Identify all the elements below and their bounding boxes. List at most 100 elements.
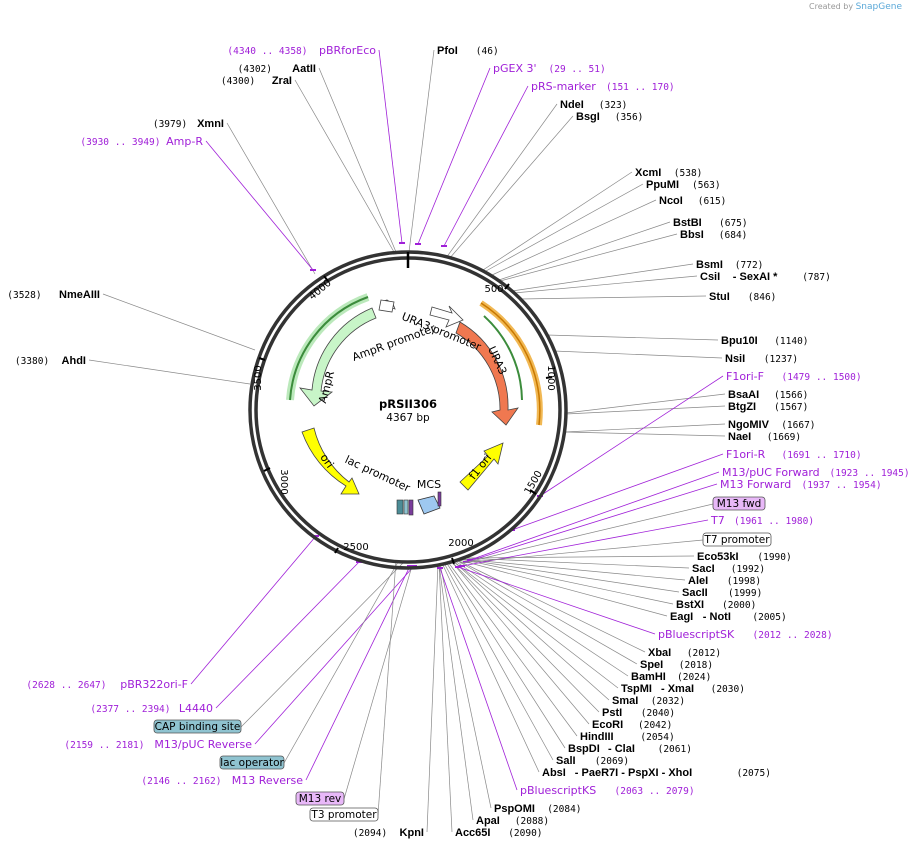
site-spei-position: (2018): [679, 660, 713, 671]
primer-amp-r-name: Amp-R: [166, 135, 203, 148]
primer-pbluescriptks-range: (2063 .. 2079): [615, 786, 695, 797]
primer-pbluescriptsk: pBluescriptSK(2012 .. 2028): [658, 628, 833, 641]
site-nmeaiii-name: NmeAIII: [59, 289, 100, 301]
ura3-feature-arrow: [455, 321, 519, 426]
site-eco53ki-leader: [462, 555, 695, 559]
ampr-feature-arrow: [299, 307, 377, 407]
site-bpu10i-leader: [546, 334, 719, 341]
site-sacii-name: SacII: [682, 587, 708, 599]
site-bspdi: BspDI- ClaI(2061): [568, 743, 692, 755]
site-ncoi-position: (615): [698, 196, 727, 207]
site-pfoi-name: PfoI: [437, 45, 458, 57]
site-apai: ApaI(2088): [476, 815, 549, 827]
primer-t7-leader: [461, 519, 709, 567]
site-ndei-leader: [445, 103, 558, 259]
lac-operator-block: [396, 499, 404, 515]
site-bsgi: BsgI(356): [576, 111, 643, 123]
site-hindiii-leader: [447, 561, 578, 737]
site-hindiii-position: (2054): [640, 732, 674, 743]
site-stui-name: StuI: [709, 291, 730, 303]
site-csii: CsiI- SexAI *(787): [700, 271, 831, 283]
site-xcmi-leader: [482, 171, 633, 271]
primer-m13-puc-forward-name: M13/pUC Forward: [722, 466, 820, 479]
site-eco53ki-position: (1990): [757, 552, 791, 563]
plasmid-size: 4367 bp: [386, 412, 430, 424]
site-bpu10i-name: Bpu10I: [721, 335, 758, 347]
site-sali-position: (2069): [595, 756, 629, 767]
primer-pbr322ori-f-name: pBR322ori-F: [120, 678, 188, 691]
primer-prs-marker-leader: [443, 85, 529, 247]
primer-prs-marker-name: pRS-marker: [531, 80, 596, 93]
site-bstbi-position: (675): [719, 218, 748, 229]
site-eagi-name: EagI: [670, 611, 693, 623]
feature-box-lac-operator-text: lac operator: [220, 757, 284, 769]
site-aatii-leader: [318, 67, 397, 253]
feature-box-t7-promoter-leader: [459, 539, 704, 564]
site-xmni: XmnI(3979): [153, 118, 224, 130]
primer-t7-name: T7: [710, 514, 725, 527]
site-naei-name: NaeI: [728, 431, 751, 443]
site-ndei: NdeI(323): [560, 99, 627, 111]
site-bbsi-leader: [499, 233, 678, 282]
site-btgzi-leader: [565, 405, 726, 415]
site-hindiii: HindIII(2054): [580, 731, 675, 743]
site-pspomi-position: (2084): [547, 804, 581, 815]
primer-pbrforeco-name: pBRforEco: [319, 44, 376, 57]
site-acc65i: Acc65I(2090): [455, 827, 543, 839]
site-xcmi-position: (538): [674, 168, 703, 179]
site-ppumi: PpuMI(563): [646, 179, 721, 191]
feature-box-t3-promoter: T3 promoter: [309, 807, 379, 822]
site-btgzi-name: BtgZI: [728, 401, 756, 413]
site-pfoi-position: (46): [476, 46, 499, 57]
primer-t7: T7 (1961 .. 1980): [710, 514, 814, 527]
site-spei: SpeI (2018): [640, 659, 713, 671]
site-alei-position: (1998): [727, 576, 761, 587]
site-pspomi-name: PspOMI: [494, 803, 535, 815]
site-absi-leader: [441, 562, 540, 773]
site-bsaai-leader: [565, 393, 726, 414]
site-xcmi-name: XcmI: [635, 167, 661, 179]
site-bstxi-name: BstXI: [676, 599, 704, 611]
site-eco53ki-name: Eco53kI: [697, 551, 739, 563]
site-bspdi-isoschizomers: - ClaI: [608, 743, 635, 755]
map-labels: PfoI (46) NdeI(323)BsgI(356) XcmI (538)PpuMI…: [7, 44, 909, 839]
site-ncoi-leader: [491, 199, 657, 276]
site-pspomi: PspOMI (2084): [494, 803, 582, 815]
site-acc65i-position: (2090): [508, 828, 542, 839]
primer-pbluescriptsk-leader: [457, 566, 656, 635]
feature-box-m13-rev-leader: [343, 565, 413, 800]
site-tspmi-isoschizomers: - XmaI: [661, 683, 694, 695]
site-bstxi-leader: [459, 558, 674, 605]
site-naei-leader: [564, 431, 726, 437]
site-ngomiv-name: NgoMIV: [728, 419, 770, 431]
primer-pbluescriptks-name: pBluescriptKS: [520, 784, 596, 797]
site-zrai-name: ZraI: [272, 75, 292, 87]
primer-l4440: L4440(2377 .. 2394): [90, 702, 213, 715]
primer-m13-reverse-range: (2146 .. 2162): [141, 776, 221, 787]
site-absi: AbsI- PaeR7I - PspXI - XhoI(2075): [542, 767, 771, 779]
ura3-primer-arc-line: [480, 302, 541, 426]
feature-box-lac-operator-leader: [283, 561, 399, 764]
site-bsmi: BsmI(772): [696, 259, 763, 271]
primer-pgex-3-name: pGEX 3': [493, 62, 537, 75]
site-zrai: ZraI(4300): [221, 75, 292, 87]
ura3-green-arc: [483, 315, 523, 401]
primer-f1ori-f: F1ori-F(1479 .. 1500): [726, 370, 862, 383]
site-spei-name: SpeI: [640, 659, 663, 671]
site-absi-name: AbsI: [542, 767, 566, 779]
site-sali-name: SalI: [556, 755, 576, 767]
site-bbsi: BbsI(684): [680, 229, 747, 241]
primer-m13-reverse-leader: [305, 565, 411, 781]
primer-m13-reverse-name: M13 Reverse: [232, 774, 303, 787]
site-bspdi-position: (2061): [658, 744, 692, 755]
site-zrai-leader: [294, 79, 395, 253]
site-kpni: KpnI(2094): [353, 827, 424, 839]
site-bsaai-name: BsaAI: [728, 389, 759, 401]
site-nsii-leader: [553, 350, 723, 359]
primer-t7-range: (1961 .. 1980): [734, 516, 814, 527]
site-kpni-name: KpnI: [400, 827, 424, 839]
site-stui-leader: [519, 295, 707, 300]
scale-tick-3000: 3000: [278, 469, 289, 494]
feature-box-lac-operator-frame: [219, 755, 285, 770]
site-ncoi: NcoI(615): [659, 195, 726, 207]
